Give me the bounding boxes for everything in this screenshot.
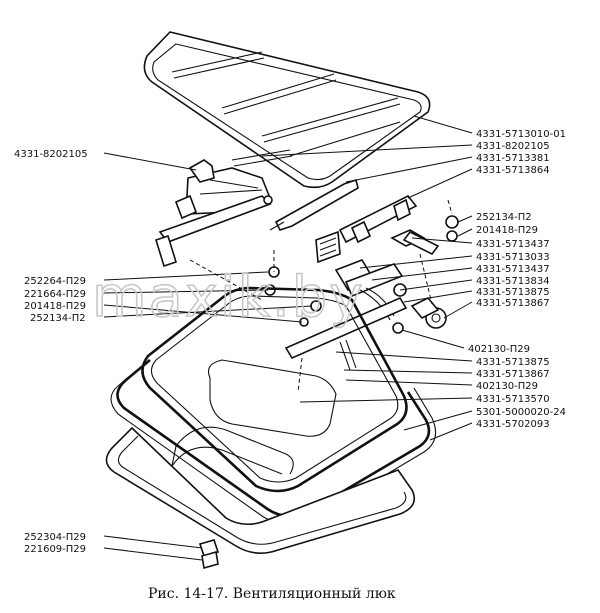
hatch-lid: [143, 31, 431, 189]
part-label: 4331-5713437: [476, 264, 550, 275]
figure-caption: Рис. 14-17. Вентиляционный люк: [148, 586, 396, 602]
part-label: 402130-П29: [476, 381, 538, 392]
part-label: 252264-П29: [24, 276, 86, 287]
part-label: 201418-П29: [476, 225, 538, 236]
part-label: 4331-5713867: [476, 369, 550, 380]
part-label: 4331-5713875: [476, 357, 550, 368]
part-label: 4331-5713570: [476, 394, 550, 405]
part-label: 4331-5713864: [476, 165, 550, 176]
part-label: 201418-П29: [24, 301, 86, 312]
part-label: 4331-5713437: [476, 239, 550, 250]
part-label: 402130-П29: [468, 344, 530, 355]
part-label: 4331-5713033: [476, 252, 550, 263]
part-label: 4331-5713834: [476, 276, 550, 287]
watermark: maxik.by: [92, 265, 364, 330]
part-label: 221609-П29: [24, 544, 86, 555]
hatch-base-frame: [105, 426, 416, 554]
part-label: 252304-П29: [24, 532, 86, 543]
inner-frame: [141, 286, 408, 493]
part-label: 4331-5713867: [476, 298, 550, 309]
part-label: 5301-5000020-24: [476, 407, 566, 418]
part-label: 221664-П29: [24, 289, 86, 300]
part-label: 252134-П2: [30, 313, 86, 324]
part-label: 252134-П2: [476, 212, 532, 223]
part-label: 4331-8202105: [476, 141, 550, 152]
part-label: 4331-5702093: [476, 419, 550, 430]
part-label: 4331-5713010-01: [476, 129, 566, 140]
left-hinge-bracket: [155, 149, 293, 268]
bottom-bolt: [198, 539, 220, 570]
part-label: 4331-5713875: [476, 287, 550, 298]
assembly-guide-lines: [189, 199, 453, 393]
part-label: 4331-8202105: [14, 149, 88, 160]
leader-lines: [103, 115, 473, 561]
part-label: 4331-5713381: [476, 153, 550, 164]
right-hinge-assembly: [269, 178, 459, 334]
